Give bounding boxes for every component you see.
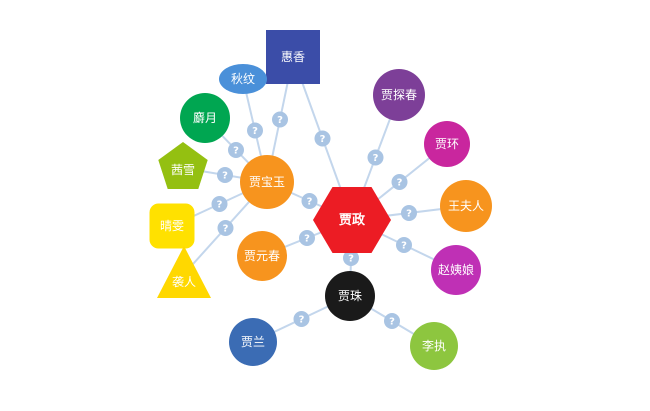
edge-label-bubble [367,149,384,166]
node-label: 贾政 [339,212,366,228]
lizhi-shape [410,322,458,370]
node-jiazheng[interactable]: 贾政 [313,187,391,253]
edge-label-jiabaoyu-jiazheng[interactable]: ? [301,193,318,209]
jiatanchun-shape [373,69,425,121]
node-label: 贾兰 [241,335,265,349]
edge-label-text: ? [307,197,313,208]
edge-label-jiazheng-jiayuanchun[interactable]: ? [299,230,315,246]
edge-label-bubble [299,230,315,246]
jiazhu-shape [325,271,375,321]
edge-label-jiabaoyu-qiuwen[interactable]: ? [247,122,263,139]
edge-label-jiabaoyu-qianxue[interactable]: ? [217,167,233,183]
edge-label-jiabaoyu-huixiang[interactable]: ? [272,111,288,128]
edge-label-text: ? [304,234,310,245]
node-lizhi[interactable]: 李执 [410,322,458,370]
huixiang-shape [266,30,320,84]
node-label: 秋纹 [231,72,255,86]
edge-label-text: ? [406,209,412,220]
edge-label-bubble [217,220,234,236]
node-xiren[interactable]: 袭人 [157,246,211,298]
edge-label-jiazheng-huixiang[interactable]: ? [314,130,331,147]
edge-label-text: ? [222,171,228,182]
node-jiahuan[interactable]: 贾环 [424,121,470,167]
edge-label-text: ? [277,115,283,126]
edge-label-jiazheng-zhaoyiniang[interactable]: ? [396,237,412,253]
edge-label-jiabaoyu-xiren[interactable]: ? [217,220,234,236]
edge-label-bubble [314,130,331,147]
xiren-shape [157,246,211,298]
qingwen-shape [149,203,195,249]
edge-label-bubble [343,250,359,266]
node-qianxue[interactable]: 茜雪 [158,142,208,189]
edge-label-text: ? [217,200,223,211]
node-qingwen[interactable]: 晴雯 [149,203,195,249]
jiayuanchun-shape [237,231,287,281]
edge-label-text: ? [299,315,305,326]
node-huixiang[interactable]: 惠香 [266,30,320,84]
node-label: 王夫人 [448,199,484,213]
node-label: 李执 [422,338,446,353]
edge-label-bubble [391,174,408,190]
node-jiayuanchun[interactable]: 贾元春 [237,231,287,281]
edge-label-bubble [272,111,288,128]
edge-label-jiazhu-jialan[interactable]: ? [293,311,310,327]
edge-label-bubble [384,313,400,329]
qiuwen-shape [219,64,267,94]
node-zhaoyiniang[interactable]: 赵姨娘 [431,245,481,295]
edge-label-text: ? [373,153,379,164]
node-sheyue[interactable]: 麝月 [180,93,230,143]
edge-label-bubble [247,122,263,139]
jialan-shape [229,318,277,366]
jiabaoyu-shape [240,155,294,209]
sheyue-shape [180,93,230,143]
node-label: 贾宝玉 [249,175,285,189]
node-label: 麝月 [193,110,217,125]
node-label: 惠香 [281,50,305,64]
node-label: 贾珠 [338,289,362,303]
wangfuren-shape [440,180,492,232]
node-label: 晴雯 [160,219,184,233]
edge-label-text: ? [397,178,403,189]
edge-label-jiazheng-wangfuren[interactable]: ? [401,205,417,221]
edge-label-jiazheng-jiatanchun[interactable]: ? [367,149,384,166]
node-label: 贾元春 [244,249,280,263]
node-label: 茜雪 [171,163,195,177]
node-jialan[interactable]: 贾兰 [229,318,277,366]
edge-label-jiazheng-jiahuan[interactable]: ? [391,174,408,190]
edge-label-text: ? [389,317,395,328]
zhaoyiniang-shape [431,245,481,295]
edge-label-bubble [217,167,233,183]
node-wangfuren[interactable]: 王夫人 [440,180,492,232]
edge-label-jiabaoyu-sheyue[interactable]: ? [228,142,244,158]
edge-label-bubble [228,142,244,158]
edge-label-bubble [293,311,310,327]
edge-label-bubble [301,193,318,209]
edge-label-jiazheng-jiazhu[interactable]: ? [343,250,359,266]
node-jiabaoyu[interactable]: 贾宝玉 [240,155,294,209]
node-jiazhu[interactable]: 贾珠 [325,271,375,321]
edge-label-bubble [211,196,228,212]
edge-label-text: ? [348,254,354,265]
edge-label-bubble [401,205,417,221]
edge-label-text: ? [320,134,326,145]
jiazheng-shape [313,187,391,253]
jiahuan-shape [424,121,470,167]
edge-label-bubble [396,237,412,253]
node-qiuwen[interactable]: 秋纹 [219,64,267,94]
node-label: 贾环 [435,137,459,151]
node-label: 赵姨娘 [438,262,474,277]
qianxue-shape [158,142,208,189]
edge-label-jiazhu-lizhi[interactable]: ? [384,313,400,329]
node-label: 袭人 [172,274,196,289]
edge-label-text: ? [233,146,239,157]
node-jiatanchun[interactable]: 贾探春 [373,69,425,121]
edge-label-text: ? [401,241,407,252]
edge-label-text: ? [252,126,258,137]
edge-label-text: ? [223,224,229,235]
node-label: 贾探春 [381,88,417,102]
edge-label-jiabaoyu-qingwen[interactable]: ? [211,196,228,212]
